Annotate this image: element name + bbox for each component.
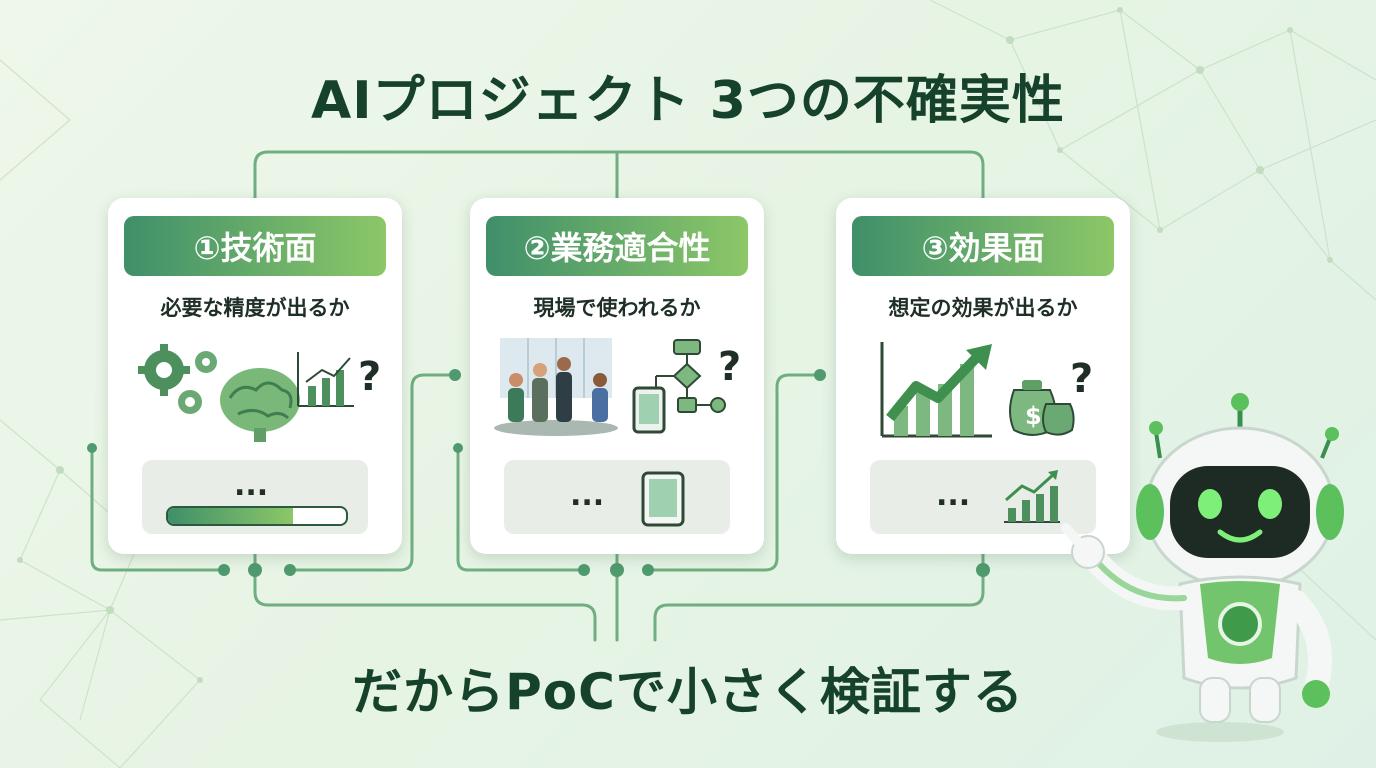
footer-message: だからPoCで小さく検証する: [352, 663, 1024, 721]
question-mark-icon: ?: [1070, 356, 1093, 402]
card-subtitle: 現場で使われるか: [533, 296, 701, 320]
card-subtitle: 想定の効果が出るか: [888, 296, 1078, 320]
card-subtitle: 必要な精度が出るか: [160, 296, 350, 320]
tablet-icon: [632, 386, 666, 434]
card-technical: ①技術面 必要な精度が出るか ? ...: [108, 198, 402, 554]
ellipsis-text: ...: [936, 478, 971, 513]
flowchart-icon: [655, 339, 726, 413]
svg-text:$: $: [1025, 402, 1042, 430]
page-title: AIプロジェクト 3つの不確実性: [311, 71, 1065, 131]
bar-chart-icon: [1004, 470, 1060, 523]
status-panel: ...: [504, 460, 730, 534]
status-panel: ...: [870, 460, 1096, 534]
brain-icon: [220, 368, 300, 442]
robot-mascot: [1061, 393, 1344, 742]
card-header: ②業務適合性: [486, 216, 748, 276]
card-business-fit: ②業務適合性 現場で使われるか ?: [470, 198, 764, 554]
progress-fill: [168, 508, 293, 524]
growth-money-illustration: $ ?: [880, 342, 1093, 438]
money-bag-icon: $: [1009, 380, 1075, 436]
card-header: ①技術面: [124, 216, 386, 276]
office-meeting-icon: [494, 338, 618, 436]
bar-chart-icon: [297, 352, 354, 407]
ellipsis-text: ...: [234, 468, 269, 503]
meeting-flowchart-illustration: ?: [494, 338, 741, 436]
question-mark-icon: ?: [718, 344, 741, 390]
ellipsis-text: ...: [570, 478, 605, 513]
growth-chart-icon: [880, 342, 992, 438]
tablet-icon: [641, 471, 685, 527]
status-panel: ...: [142, 460, 368, 534]
card-effect: ③効果面 想定の効果が出るか $ ? ...: [836, 198, 1130, 554]
gear-icon: [138, 344, 217, 414]
progress-bar: [166, 506, 348, 526]
card-header: ③効果面: [852, 216, 1114, 276]
gears-brain-chart-illustration: ?: [138, 344, 381, 442]
question-mark-icon: ?: [358, 354, 381, 400]
